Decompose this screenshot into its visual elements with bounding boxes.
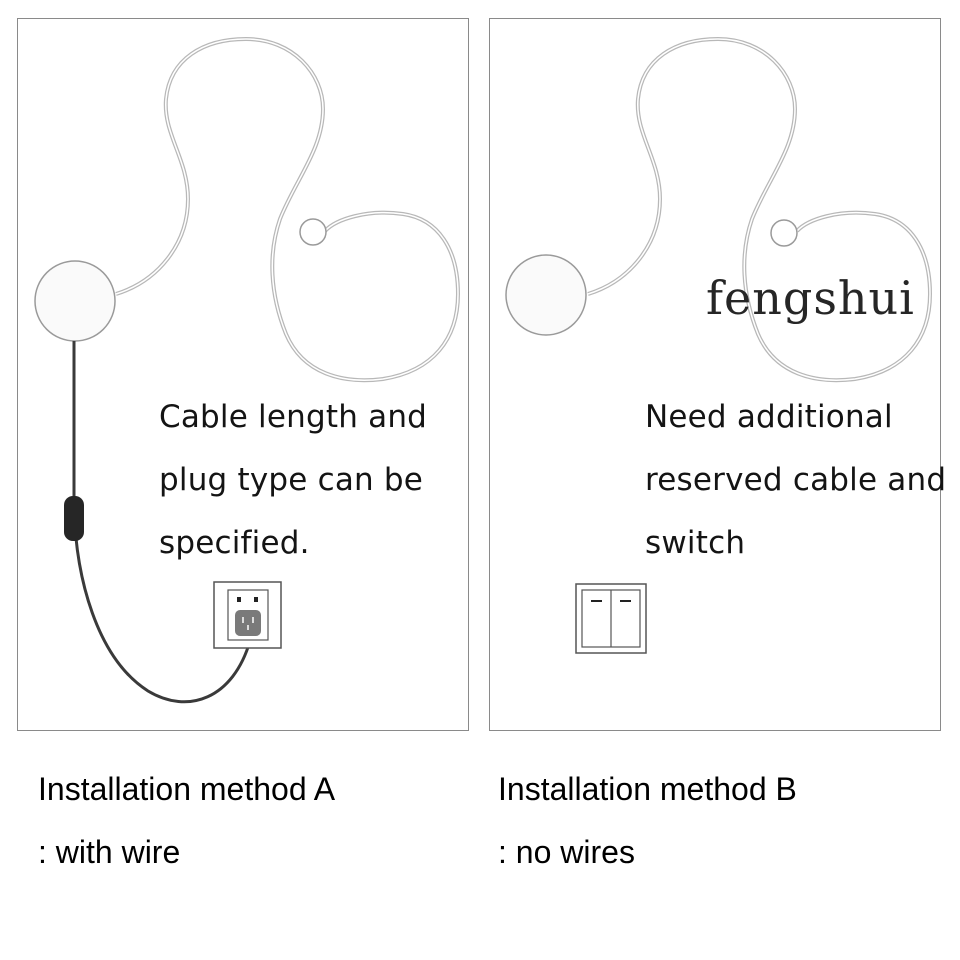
cable-note-line: Need additional [645, 399, 893, 435]
cable-note-line: reserved cable and [645, 462, 947, 498]
cable-note-line: Cable length and [159, 399, 428, 435]
cable-note-line: plug type can be [159, 462, 424, 498]
inline-switch [64, 496, 84, 541]
caption-title: Installation method A [38, 771, 336, 807]
caption-subtitle: : with wire [38, 834, 181, 870]
lamp-canopy [34, 260, 116, 342]
cable-note-line: specified. [159, 525, 310, 561]
caption-method-b: Installation method B : no wires [498, 758, 797, 884]
cable-note-a: Cable length and plug type can be specif… [159, 386, 427, 575]
panel-installation-a: Cable length and plug type can be specif… [17, 18, 469, 731]
power-cord [72, 341, 252, 704]
cable-note-b: Need additional reserved cable and switc… [645, 386, 946, 575]
wall-switch-icon [575, 583, 647, 654]
lamp-canopy [505, 254, 587, 336]
panel-installation-b: fengshui Need additional reserved cable … [489, 18, 946, 731]
small-lamp-bulb [299, 218, 327, 246]
small-lamp-bulb [770, 219, 798, 247]
lamp-illustration-b [505, 36, 933, 654]
cable-note-line: switch [645, 525, 746, 561]
watermark-text: fengshui [706, 271, 915, 325]
caption-title: Installation method B [498, 771, 797, 807]
caption-method-a: Installation method A : with wire [38, 758, 335, 884]
wall-socket-icon [213, 581, 282, 649]
caption-subtitle: : no wires [498, 834, 635, 870]
lamp-illustration-a [34, 36, 461, 704]
